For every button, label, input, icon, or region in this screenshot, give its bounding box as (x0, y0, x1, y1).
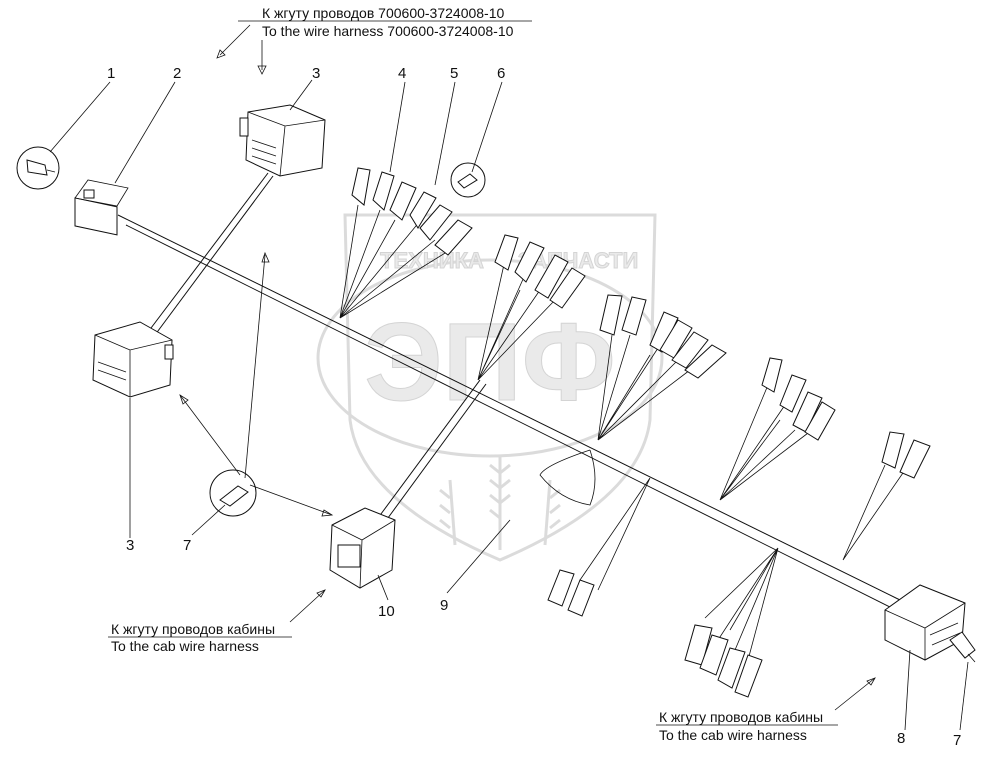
callout-9: 9 (440, 597, 448, 614)
callout-7-left: 7 (183, 537, 191, 554)
callout-5: 5 (450, 65, 458, 82)
caption-top-en: To the wire harness 700600-3724008-10 (262, 23, 514, 39)
connector-3-top (239, 104, 326, 177)
terminal-7-right-detail (949, 631, 976, 663)
callout-3-bottom: 3 (126, 537, 134, 554)
caption-top: К жгуту проводов 700600-3724008-10 To th… (238, 5, 532, 39)
terminal-6-detail (450, 162, 486, 198)
branch-wires (144, 172, 906, 661)
callout-3-top: 3 (312, 65, 320, 82)
main-harness-trunk (117, 214, 901, 608)
caption-left-ru: К жгуту проводов кабины (111, 621, 275, 637)
caption-top-ru: К жгуту проводов 700600-3724008-10 (262, 5, 505, 21)
callout-numbers: 1 2 3 4 5 6 3 7 10 9 8 7 (107, 65, 961, 749)
callout-2: 2 (173, 65, 181, 82)
callout-1: 1 (107, 65, 115, 82)
leader-lines (49, 24, 969, 731)
caption-left: К жгуту проводов кабины To the cab wire … (108, 621, 292, 654)
caption-right-en: To the cab wire harness (659, 727, 807, 743)
watermark-brand-top: ТЕХНИКА (380, 248, 484, 273)
callout-6: 6 (497, 65, 505, 82)
terminal-7-left-detail (209, 469, 257, 517)
watermark-logo: ЭПФ ТЕХНИКА ЗАПЧАСТИ (316, 213, 664, 562)
callout-7-right: 7 (953, 732, 961, 749)
connector-8 (884, 584, 966, 661)
terminal-1-detail (16, 146, 60, 190)
callout-10: 10 (378, 603, 395, 620)
callout-4: 4 (398, 65, 406, 82)
caption-right: К жгуту проводов кабины To the cab wire … (656, 709, 838, 743)
caption-right-ru: К жгуту проводов кабины (659, 709, 823, 725)
watermark-logo-text: ЭПФ (364, 301, 615, 424)
connector-3-bottom (92, 321, 174, 398)
connector-10 (329, 507, 396, 589)
connector-2 (74, 179, 129, 236)
watermark-wheat-icon (439, 455, 561, 550)
watermark-brand-right: ЗАПЧАСТИ (518, 248, 639, 273)
terminal-sleeves (351, 167, 931, 698)
callout-8: 8 (897, 730, 905, 747)
caption-left-en: To the cab wire harness (111, 638, 259, 654)
